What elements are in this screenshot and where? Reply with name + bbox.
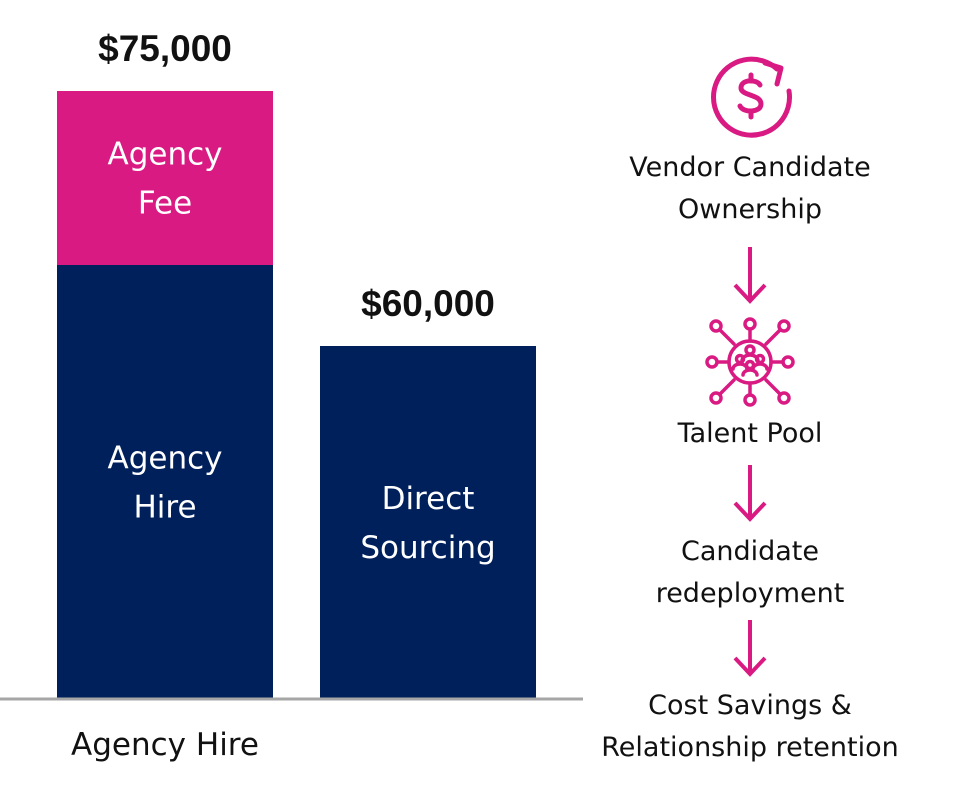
segment-label: Agency	[108, 136, 223, 172]
bar-total-label: $75,000	[98, 28, 232, 69]
bar-total-label: $60,000	[361, 283, 495, 324]
segment-label: Hire	[133, 489, 196, 525]
flow-step-line: Candidate	[680, 536, 820, 567]
flow-step-line: Relationship retention	[601, 732, 899, 763]
bar-segment-agency-hire	[57, 264, 273, 699]
flow-step-line: redeployment	[655, 578, 845, 609]
flow-step-talent-pool: Talent Pool	[580, 413, 920, 455]
segment-label: Direct	[382, 481, 475, 517]
x-tick-label: Agency Hire	[71, 727, 259, 763]
segment-label: Agency	[108, 440, 223, 476]
flow-step-line: Vendor Candidate	[629, 152, 871, 183]
down-arrow-icon	[733, 465, 767, 522]
flow-step-line: Cost Savings &	[648, 690, 852, 721]
dollar-cycle-icon	[711, 56, 792, 138]
bars-layer: AgencyHireAgencyFee$75,000DirectSourcing…	[57, 28, 536, 699]
flow-step-line: Ownership	[678, 194, 822, 225]
bar-segment-direct-sourcing	[320, 345, 536, 699]
cost-comparison-chart: AgencyHireAgencyFee$75,000DirectSourcing…	[0, 28, 583, 763]
flow-step-vendor-ownership: Vendor Candidate Ownership	[580, 147, 920, 231]
down-arrow-icon	[733, 247, 767, 304]
segment-label: Fee	[138, 185, 192, 221]
segment-label: Sourcing	[360, 530, 495, 566]
bar-segment-agency-fee	[57, 91, 273, 265]
flow-step-cost-savings: Cost Savings & Relationship retention	[580, 685, 920, 769]
flow-step-redeployment: Candidate redeployment	[580, 531, 920, 615]
down-arrow-icon	[733, 620, 767, 677]
flow-step-line: Talent Pool	[677, 418, 823, 449]
talent-network-icon	[705, 317, 795, 407]
